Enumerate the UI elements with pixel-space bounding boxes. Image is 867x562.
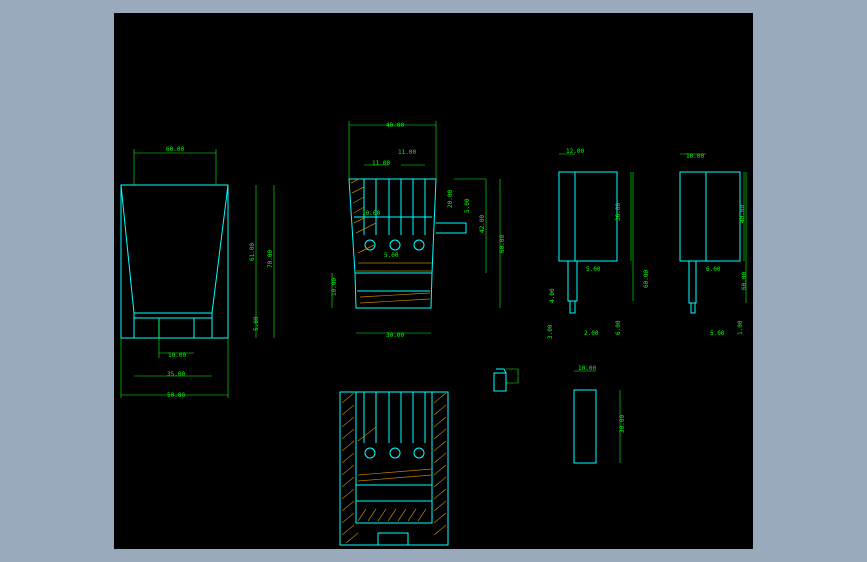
side-b-top: 10.00 bbox=[686, 153, 704, 160]
section-hatching bbox=[350, 178, 432, 304]
cad-drawing: 60.00 61.00 70.00 5.00 10.00 35.00 50.00… bbox=[120, 121, 748, 546]
side-a-h1: 36.00 bbox=[615, 203, 622, 221]
side-a-top: 12.00 bbox=[566, 148, 584, 155]
front-base-inner: 35.00 bbox=[167, 371, 185, 378]
side-a-h2: 60.00 bbox=[643, 270, 650, 288]
section-slot-a: 11.00 bbox=[372, 160, 390, 167]
front-view: 60.00 61.00 70.00 5.00 10.00 35.00 50.00 bbox=[120, 146, 275, 399]
front-height-b: 70.00 bbox=[267, 250, 274, 268]
side-a-pin1: 5.00 bbox=[586, 266, 601, 273]
section-d1: 10.00 bbox=[362, 210, 380, 217]
section-bottom: 30.00 bbox=[386, 332, 404, 339]
front-step: 5.00 bbox=[253, 316, 260, 331]
front-base-outer: 50.00 bbox=[167, 392, 185, 399]
section-d6: 10.00 bbox=[331, 278, 338, 296]
section-d3: 5.00 bbox=[464, 198, 471, 213]
side-b-pin1: 6.00 bbox=[706, 266, 721, 273]
front-slot: 10.00 bbox=[168, 352, 186, 359]
detail-section bbox=[339, 391, 449, 546]
section-d5: 60.00 bbox=[499, 235, 506, 253]
bar-width: 10.00 bbox=[578, 365, 596, 372]
section-slot-b: 11.00 bbox=[398, 149, 416, 156]
side-a-pin3: 3.00 bbox=[547, 324, 554, 339]
bar-height: 30.00 bbox=[619, 415, 626, 433]
front-top-width: 60.00 bbox=[166, 146, 184, 153]
iso-view-icon bbox=[493, 368, 519, 392]
side-a-pin5: 6.00 bbox=[615, 320, 622, 335]
side-view-b: 10.00 40.00 60.00 6.00 5.00 1.00 bbox=[679, 153, 748, 337]
section-width-top: 40.00 bbox=[386, 122, 404, 129]
side-b-h1: 40.00 bbox=[739, 205, 746, 223]
side-view-a: 12.00 36.00 60.00 5.00 4.00 3.00 2.00 6.… bbox=[547, 148, 650, 339]
side-a-pin4: 2.00 bbox=[584, 330, 599, 337]
side-b-pin2: 5.00 bbox=[710, 330, 725, 337]
side-b-h2: 60.00 bbox=[741, 272, 748, 290]
section-d2: 20.00 bbox=[447, 190, 454, 208]
bar-view: 10.00 30.00 bbox=[573, 365, 626, 464]
side-a-pin2: 4.00 bbox=[549, 288, 556, 303]
front-height-a: 61.00 bbox=[249, 243, 256, 261]
section-view: 40.00 11.00 11.00 10.00 20.00 5.00 42.00… bbox=[331, 121, 506, 339]
side-b-pin3: 1.00 bbox=[737, 320, 744, 335]
detail-hatching bbox=[341, 392, 447, 544]
section-d7: 5.00 bbox=[384, 252, 399, 259]
drawing-canvas: 60.00 61.00 70.00 5.00 10.00 35.00 50.00… bbox=[114, 13, 753, 549]
section-d4: 42.00 bbox=[479, 215, 486, 233]
